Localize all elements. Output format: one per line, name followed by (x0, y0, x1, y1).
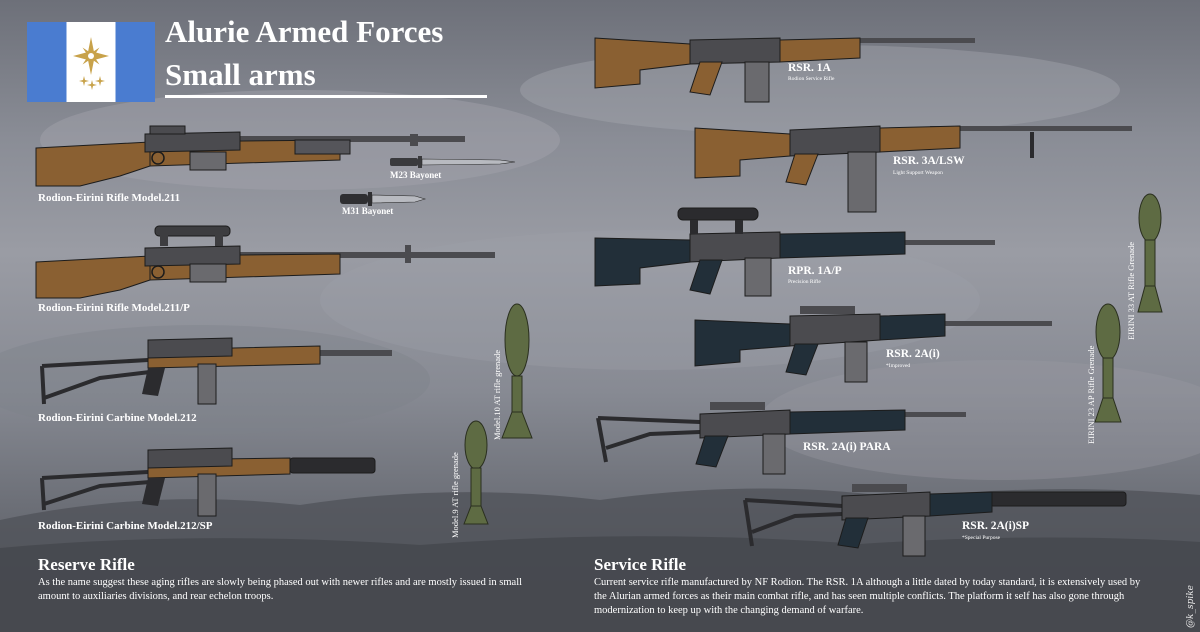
rsr-2ai-para-illustration (596, 402, 966, 475)
grenade-eirini23-label: EIRINI 23 AP Rifle Grenade (1086, 345, 1096, 444)
reserve-description: As the name suggest these aging rifles a… (38, 577, 523, 602)
rifle-211-illustration (35, 125, 465, 187)
rifle-211-label: Rodion-Eirini Rifle Model.211 (38, 192, 181, 204)
carbine-212sp-illustration (40, 447, 376, 517)
rpr-1ap-sublabel: Precision Rifle (788, 279, 821, 285)
grenade-eirini33-label: EIRINI 33 AT Rifle Grenade (1126, 241, 1136, 340)
page-subtitle: Small arms (165, 57, 316, 92)
rsr-3a-sublabel: Light Support Weapon (893, 170, 943, 176)
bayonet-m31-illustration (340, 192, 427, 206)
bayonet-m31-label: M31 Bayonet (342, 206, 394, 216)
rsr-3a-lsw-illustration (694, 125, 1132, 213)
rifle-211p-illustration (35, 225, 495, 299)
rsr-2ai-illustration (694, 306, 1052, 383)
grenade-model9-illustration (463, 420, 489, 525)
rsr-2ai-para-label: RSR. 2A(i) PARA (803, 441, 891, 453)
rsr-2ai-sublabel: *Improved (886, 363, 911, 369)
page-title: Alurie Armed Forces (165, 14, 444, 49)
carbine-212-illustration (40, 337, 392, 405)
carbine-212sp-label: Rodion-Eirini Carbine Model.212/SP (38, 520, 213, 532)
bayonet-m23-label: M23 Bayonet (390, 170, 442, 180)
star-emblem-icon (73, 37, 109, 75)
artist-signature: @k_spike (1186, 585, 1196, 628)
rsr-1a-illustration (594, 37, 975, 103)
alurie-flag (27, 22, 155, 102)
rsr-2aisp-illustration (743, 484, 1127, 557)
service-heading: Service Rifle (594, 555, 687, 574)
rpr-1ap-illustration (594, 207, 995, 297)
rifle-211p-label: Rodion-Eirini Rifle Model.211/P (38, 302, 190, 314)
rpr-1ap-label: RPR. 1A/P (788, 265, 842, 277)
title-underline (165, 95, 487, 98)
grenade-model10-label: Model.10 AT rifle grenade (492, 349, 502, 440)
grenade-eirini33-illustration (1137, 193, 1163, 313)
rsr-1a-sublabel: Rodion Service Rifle (788, 76, 835, 82)
grenade-model9-label: Model.9 AT rifle grenade (450, 452, 460, 538)
bayonet-m23-illustration (390, 156, 516, 168)
reserve-heading: Reserve Rifle (38, 555, 135, 574)
rsr-2aisp-sublabel: *Special Purpose (962, 535, 1001, 541)
rsr-2aisp-label: RSR. 2A(i)SP (962, 520, 1030, 532)
rsr-3a-label: RSR. 3A/LSW (893, 155, 965, 167)
grenade-eirini23-illustration (1094, 303, 1122, 423)
grenade-model10-illustration (501, 303, 533, 439)
service-description: Current service rifle manufactured by NF… (594, 577, 1141, 616)
carbine-212-label: Rodion-Eirini Carbine Model.212 (38, 412, 197, 424)
rsr-1a-label: RSR. 1A (788, 62, 831, 74)
rsr-2ai-label: RSR. 2A(i) (886, 348, 940, 360)
